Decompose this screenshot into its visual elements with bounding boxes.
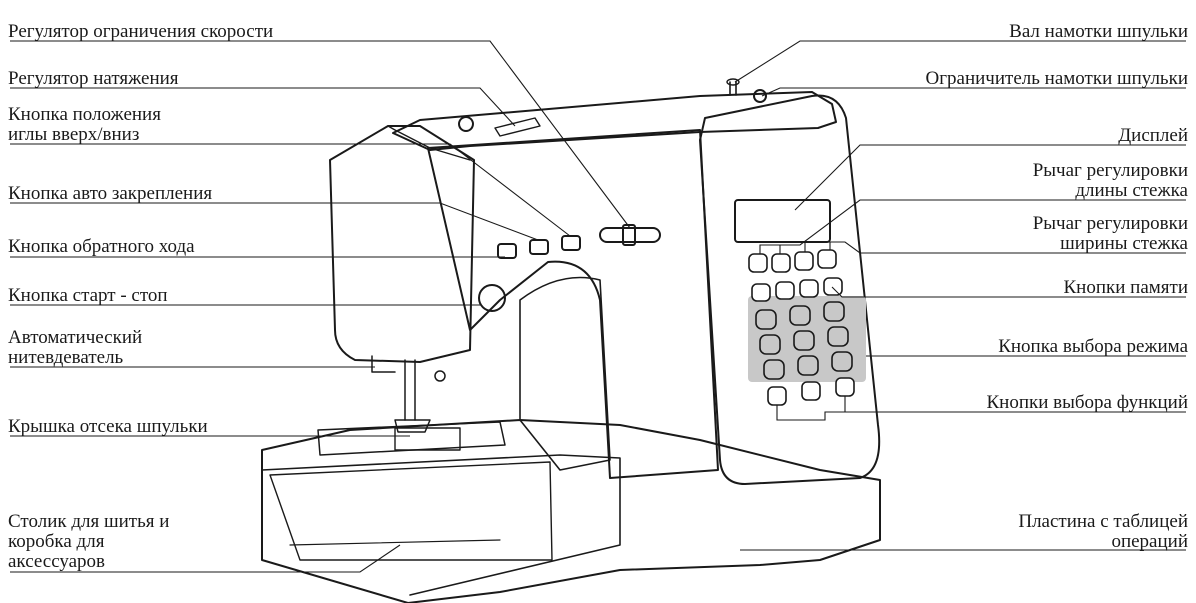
label-auto-lock: Кнопка авто закрепления [8, 183, 213, 204]
label-bobbin-stop: Ограничитель намотки шпульки [925, 68, 1188, 89]
key-mode-8 [797, 355, 819, 376]
leader-speed-limit [10, 40, 631, 229]
threader-lever [371, 355, 396, 373]
leader-width [804, 241, 1186, 254]
key-func-1 [767, 386, 787, 406]
start-stop-button-shape [478, 284, 506, 312]
key-len-2 [771, 253, 791, 273]
key-mode-4 [759, 334, 781, 355]
label-start-stop: Кнопка старт - стоп [8, 285, 168, 306]
label-length-1: Рычаг регулировки [1032, 160, 1188, 181]
leader-display [794, 144, 1186, 211]
key-mem-1 [751, 283, 771, 302]
key-mem-3 [799, 279, 819, 298]
label-speed-limit: Регулятор ограничения скорости [8, 21, 274, 42]
key-mem-2 [775, 281, 795, 300]
machine-front-arm [427, 129, 719, 479]
machine-top-arm [392, 91, 837, 151]
label-table-2: коробка для [8, 531, 105, 552]
label-threader-1: Автоматический [8, 327, 143, 348]
key-mode-7 [763, 359, 785, 380]
key-wid-2 [817, 249, 837, 269]
sewing-table-panel [269, 461, 553, 561]
label-functions: Кнопки выбора функций [986, 392, 1189, 413]
label-reverse: Кнопка обратного хода [8, 236, 195, 257]
leader-auto-lock [10, 202, 539, 241]
label-plate-1: Пластина с таблицей [1018, 511, 1188, 532]
presser-bar [404, 359, 416, 421]
leader-bobbin-shaft [734, 40, 1186, 83]
label-table-3: аксессуаров [8, 551, 106, 572]
key-mode-5 [793, 330, 815, 351]
label-display: Дисплей [1118, 125, 1188, 146]
label-threader-2: нитевдеватель [8, 347, 124, 368]
auto-lock-button-shape [529, 239, 549, 255]
presser-screw [434, 370, 446, 382]
machine-arm-opening [519, 276, 611, 471]
leader-functions [776, 396, 1186, 421]
leader-needle-pos [10, 143, 571, 237]
machine-right-body [699, 94, 881, 485]
label-memory: Кнопки памяти [1063, 277, 1189, 298]
label-table-1: Столик для шитья и [8, 511, 170, 532]
label-bobbin-cover: Крышка отсека шпульки [8, 416, 208, 437]
label-needle-position-1: Кнопка положения [8, 104, 161, 125]
key-mode-2 [789, 305, 811, 326]
speed-slider-knob [622, 224, 636, 246]
speed-slider-track [599, 227, 661, 243]
needle-pos-button-shape [561, 235, 581, 251]
key-mode-9 [831, 351, 853, 372]
presser-foot [394, 419, 431, 433]
label-tension: Регулятор натяжения [8, 68, 179, 89]
key-mode-3 [823, 301, 845, 322]
machine-bed [261, 419, 881, 603]
bobbin-winder-shaft [729, 81, 737, 96]
machine-needle-head [329, 125, 475, 363]
label-needle-position-2: иглы вверх/вниз [8, 124, 140, 145]
key-len-1 [748, 253, 768, 273]
bobbin-stopper-shape [753, 89, 767, 103]
tension-dial-shape [494, 117, 541, 137]
label-plate-2: операций [1111, 531, 1188, 552]
leader-length [759, 199, 1186, 254]
label-width-1: Рычаг регулировки [1032, 213, 1188, 234]
lcd-display [734, 199, 831, 243]
label-width-2: ширины стежка [1060, 233, 1188, 254]
leader-table [10, 544, 401, 573]
bobbin-cover-plate [394, 427, 461, 451]
table-handle-edge [289, 539, 501, 546]
key-mem-4 [823, 277, 843, 296]
machine-head-side [387, 125, 471, 161]
needle-plate [317, 421, 506, 456]
key-mode-6 [827, 326, 849, 347]
reverse-button-shape [497, 243, 517, 259]
key-wid-1 [794, 251, 814, 271]
leader-tension [10, 87, 516, 127]
leader-memory [831, 286, 1186, 298]
label-mode: Кнопка выбора режима [998, 336, 1188, 357]
machine-bed-front [261, 454, 621, 596]
key-func-2 [801, 381, 821, 401]
key-func-3 [835, 377, 855, 397]
key-mode-1 [755, 309, 777, 330]
label-bobbin-shaft: Вал намотки шпульки [1009, 21, 1188, 42]
spool-pin-left [458, 116, 474, 132]
label-length-2: длины стежка [1075, 180, 1188, 201]
leader-bobbin-stop [761, 87, 1186, 97]
bobbin-winder-top [726, 78, 740, 86]
